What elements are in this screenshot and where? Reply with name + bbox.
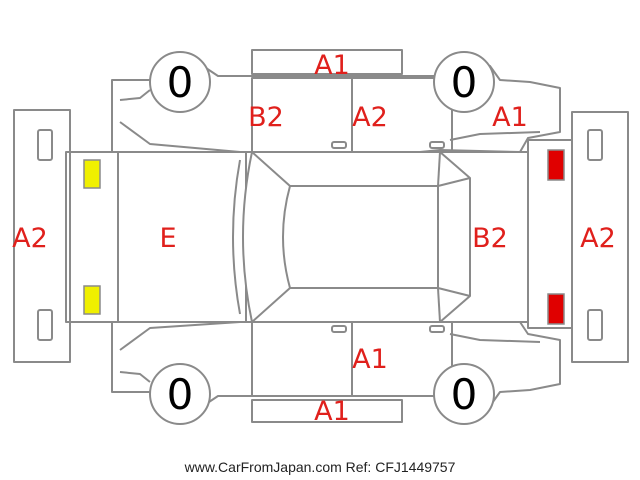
tire-value: 0 (451, 370, 478, 419)
label-front-bumper: A2 (580, 223, 616, 254)
tire-value: 0 (167, 58, 194, 107)
label-front-door-right: A1 (352, 344, 388, 375)
label-trunk: E (159, 223, 176, 254)
tire-top-right: 0 (433, 51, 495, 113)
car-top-view (117, 151, 529, 323)
tire-top-left: 0 (149, 51, 211, 113)
rear-lamp-bottom (83, 285, 101, 315)
rear-lamp-top (83, 159, 101, 189)
front-lamp-top (547, 149, 565, 181)
label-front-door-left: A2 (352, 102, 388, 133)
rocker-strip-bottom (251, 399, 403, 423)
label-rear-bumper: A2 (12, 223, 48, 254)
label-rear-door-left: B2 (248, 102, 284, 133)
label-rocker-bottom: A1 (314, 396, 350, 427)
rear-bumper-panel (13, 109, 71, 363)
footer-reference: www.CarFromJapan.com Ref: CFJ1449757 (184, 459, 456, 475)
roof-strip-top (251, 49, 403, 75)
label-hood: B2 (472, 223, 508, 254)
tire-value: 0 (167, 370, 194, 419)
tire-value: 0 (451, 58, 478, 107)
tire-bottom-right: 0 (433, 363, 495, 425)
tire-bottom-left: 0 (149, 363, 211, 425)
front-lamp-bottom (547, 293, 565, 325)
label-roof-top: A1 (314, 50, 350, 81)
label-front-fender-left: A1 (492, 102, 528, 133)
